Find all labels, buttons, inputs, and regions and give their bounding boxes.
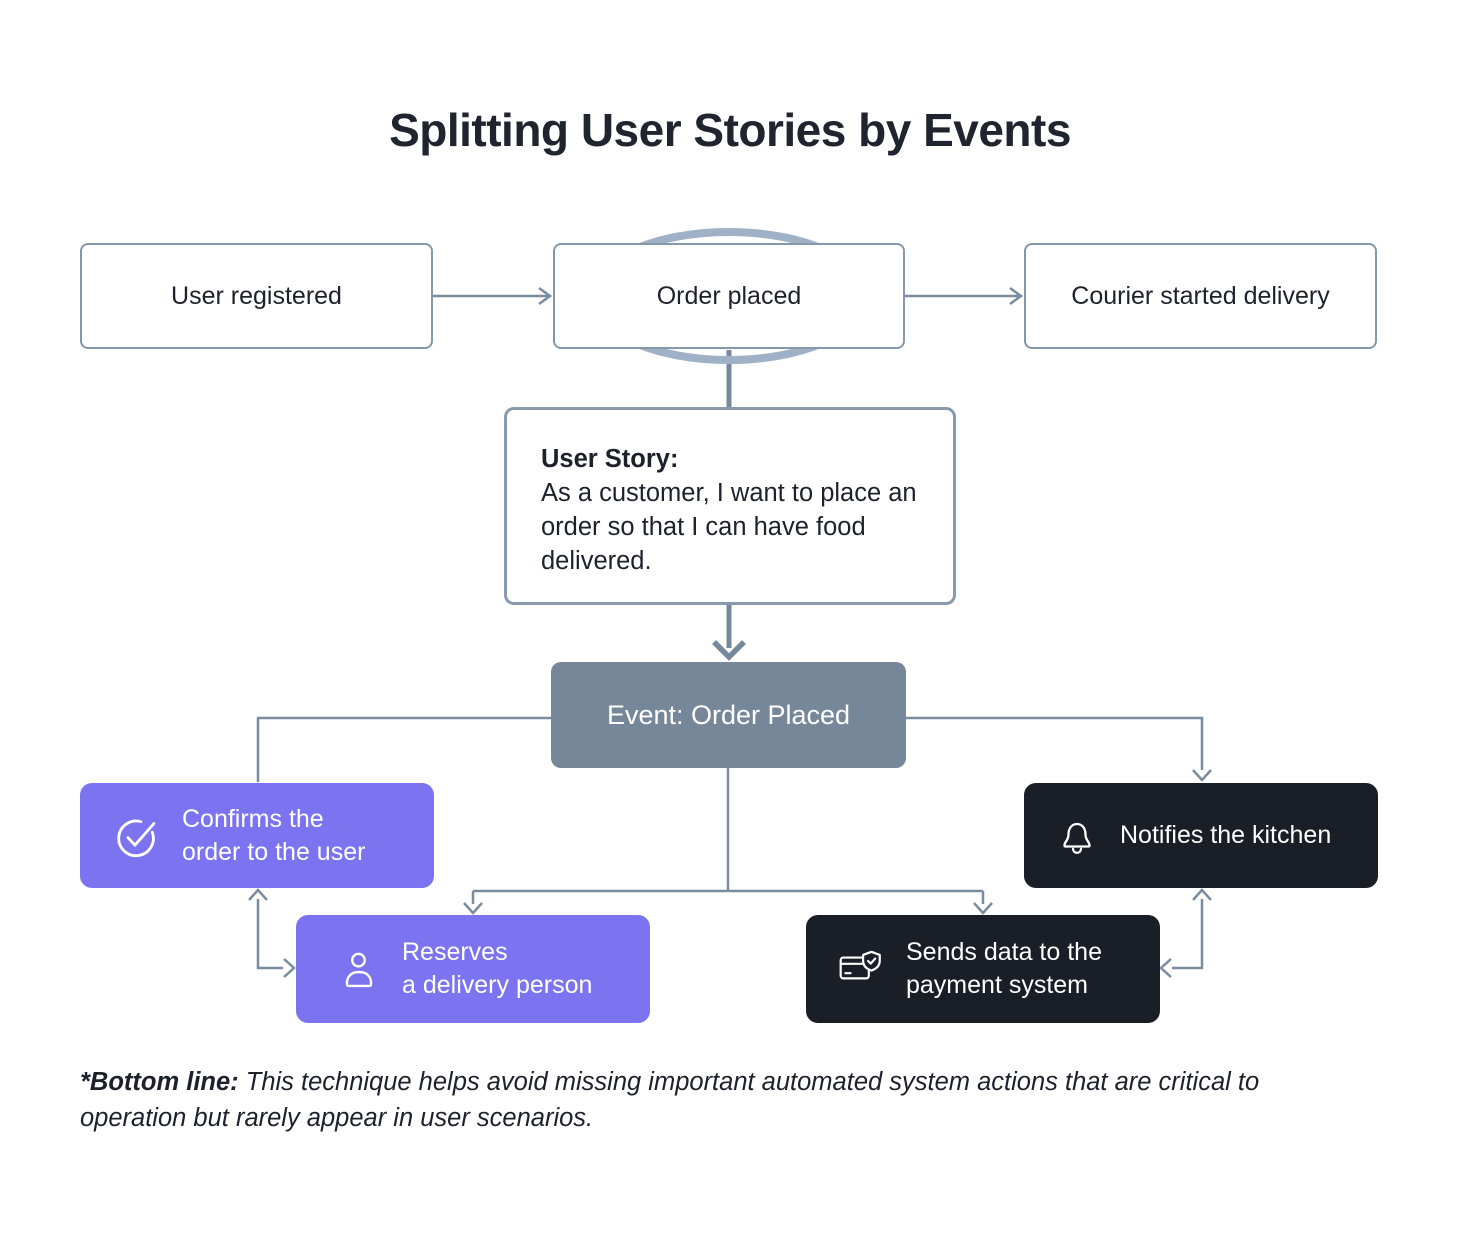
check-circle-icon [110, 810, 162, 862]
user-story-box: User Story: As a customer, I want to pla… [504, 407, 956, 605]
user-story-body: As a customer, I want to place an order … [541, 479, 917, 575]
action-reserves-delivery-person-label: Reserves a delivery person [402, 938, 593, 999]
connector-event-to-confirms [256, 716, 551, 782]
node-user-registered: User registered [80, 243, 433, 349]
node-order-placed: Order placed [553, 243, 905, 349]
arrow-order-placed-to-courier [905, 286, 1024, 306]
node-user-registered-label: User registered [171, 281, 342, 310]
node-courier-started-delivery-label: Courier started delivery [1071, 281, 1330, 310]
user-story-heading: User Story: [541, 445, 679, 473]
page-title: Splitting User Stories by Events [389, 104, 1071, 156]
action-sends-payment-data-label: Sends data to the payment system [906, 938, 1102, 999]
action-notifies-kitchen: Notifies the kitchen [1024, 783, 1378, 888]
bottom-note-text: This technique helps avoid missing impor… [80, 1068, 1260, 1132]
bell-icon [1054, 813, 1100, 859]
connector-event-splitter [463, 768, 993, 915]
node-order-placed-label: Order placed [656, 281, 802, 310]
action-confirms-order-label: Confirms the order to the user [182, 804, 366, 866]
connector-confirms-reserves-elbow [248, 888, 296, 978]
connector-event-to-notifies [906, 716, 1212, 782]
action-notifies-kitchen-label: Notifies the kitchen [1120, 821, 1332, 849]
action-sends-payment-data: Sends data to the payment system [806, 915, 1160, 1023]
action-confirms-order: Confirms the order to the user [80, 783, 434, 888]
node-courier-started-delivery: Courier started delivery [1024, 243, 1377, 349]
action-reserves-delivery-person: Reserves a delivery person [296, 915, 650, 1023]
bottom-note-prefix: *Bottom line: [80, 1068, 239, 1096]
payment-card-icon [836, 948, 886, 990]
arrowhead-user-story-to-event [712, 640, 746, 661]
arrow-user-registered-to-order-placed [433, 286, 553, 306]
bottom-note: *Bottom line: This technique helps avoid… [80, 1064, 1270, 1136]
person-icon [336, 946, 382, 992]
event-order-placed-box: Event: Order Placed [551, 662, 906, 768]
connector-notifies-payment-elbow [1159, 888, 1212, 978]
event-order-placed-label: Event: Order Placed [606, 699, 851, 730]
